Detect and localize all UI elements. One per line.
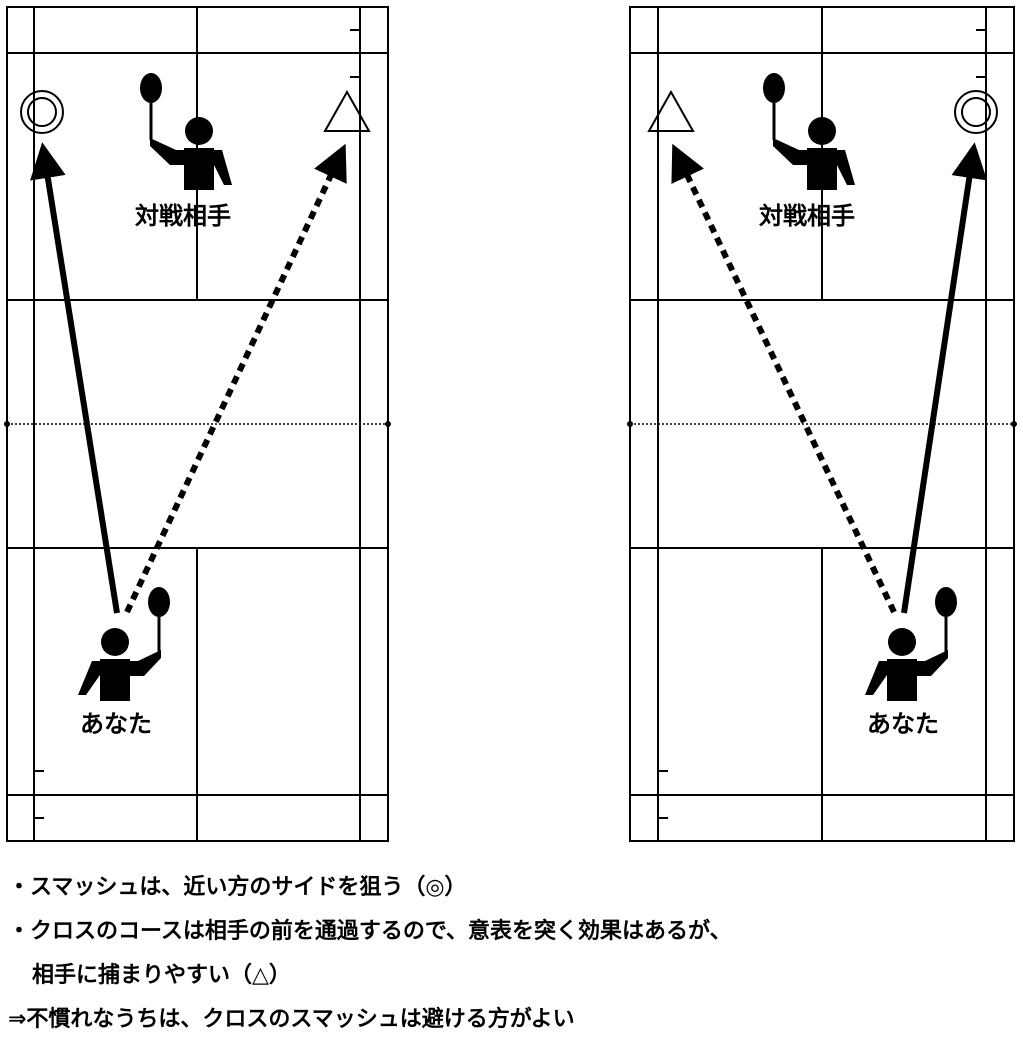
straight-smash-arrow xyxy=(901,142,988,614)
note-line-3: 相手に捕まりやすい（△） xyxy=(32,963,291,988)
explanation-notes: ・スマッシュは、近い方のサイドを狙う（◎） ・クロスのコースは相手の前を通過する… xyxy=(8,866,1018,1042)
triangle-target-icon xyxy=(323,89,371,132)
court-left: 対戦相手 あなた xyxy=(4,6,391,842)
badminton-court-diagram: 対戦相手 あなた xyxy=(4,6,1017,842)
court-right: 対戦相手 あなた xyxy=(627,6,1017,842)
note-line-4: ⇒不慣れなうちは、クロスのスマッシュは避ける方がよい xyxy=(8,1007,575,1032)
opponent-figure-icon xyxy=(140,73,232,190)
opponent-figure-icon xyxy=(763,73,855,190)
opponent-label: 対戦相手 xyxy=(759,202,855,230)
straight-smash-arrow xyxy=(30,142,120,614)
triangle-target-icon xyxy=(647,89,695,132)
double-circle-target-icon xyxy=(20,90,64,134)
note-line-2: ・クロスのコースは相手の前を通過するので、意表を突く効果はあるが、 xyxy=(8,919,732,944)
opponent-label: 対戦相手 xyxy=(135,202,231,230)
player-label: あなた xyxy=(80,710,152,738)
player-figure-icon xyxy=(865,587,957,701)
player-figure-icon xyxy=(78,587,170,701)
double-circle-target-icon xyxy=(954,90,998,134)
player-label: あなた xyxy=(867,710,939,738)
note-line-1: ・スマッシュは、近い方のサイドを狙う（◎） xyxy=(8,875,467,900)
